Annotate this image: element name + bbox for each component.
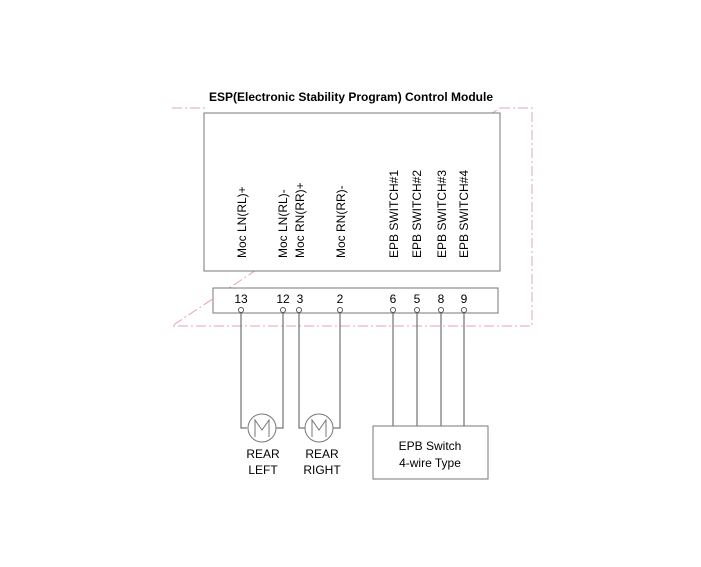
pin-number: 6 — [390, 292, 397, 306]
pin-number: 9 — [461, 292, 468, 306]
pin-terminal — [238, 307, 244, 313]
wire-pin3 — [298, 313, 305, 429]
pin-label: Moc RN(RR)+ — [293, 182, 307, 258]
pin-label: EPB SWITCH#2 — [410, 170, 424, 258]
module-label-panel — [203, 112, 501, 272]
pin-label: EPB SWITCH#4 — [457, 170, 471, 258]
wire-pin13 — [240, 313, 247, 429]
pin-number: 12 — [276, 292, 290, 306]
pin-label: Moc LN(RL)+ — [235, 186, 249, 258]
pin-label: Moc RN(RR)- — [334, 185, 348, 258]
pin-terminal — [296, 307, 302, 313]
wire-pin12 — [276, 313, 284, 429]
pin-terminal — [280, 307, 286, 313]
pin-terminal — [414, 307, 420, 313]
pin-number: 5 — [414, 292, 421, 306]
pin-terminal — [337, 307, 343, 313]
pin-terminal — [438, 307, 444, 313]
module-title: ESP(Electronic Stability Program) Contro… — [209, 90, 493, 104]
pin-label: EPB SWITCH#3 — [435, 170, 449, 258]
connector-block — [212, 287, 499, 314]
rear-right-label-line2: RIGHT — [303, 463, 341, 477]
pin-number: 2 — [337, 292, 344, 306]
rear-right-label-line1: REAR — [305, 447, 339, 461]
pin-terminal — [390, 307, 396, 313]
pin-number: 13 — [234, 292, 248, 306]
pin-label: Moc LN(RL)- — [276, 189, 290, 258]
rear-left-label-line1: REAR — [246, 447, 280, 461]
epb-switch-label-line2: 4-wire Type — [399, 456, 461, 470]
rear-right-motor-icon — [304, 413, 334, 443]
epb-switch-label-line1: EPB Switch — [399, 439, 462, 453]
pin-terminal-group — [238, 307, 467, 313]
pin-terminal — [461, 307, 467, 313]
pin-label: EPB SWITCH#1 — [387, 170, 401, 258]
pin-label-group: Moc LN(RL)+ Moc LN(RL)- Moc RN(RR)+ Moc … — [235, 170, 471, 258]
pin-number-group: 13 12 3 2 6 5 8 9 — [234, 292, 467, 306]
rear-left-motor-icon — [247, 413, 277, 443]
pin-number: 3 — [297, 292, 304, 306]
epb-switch-box — [372, 425, 489, 480]
wire-pin2 — [333, 313, 341, 429]
rear-left-label-line2: LEFT — [248, 463, 278, 477]
pin-number: 8 — [438, 292, 445, 306]
